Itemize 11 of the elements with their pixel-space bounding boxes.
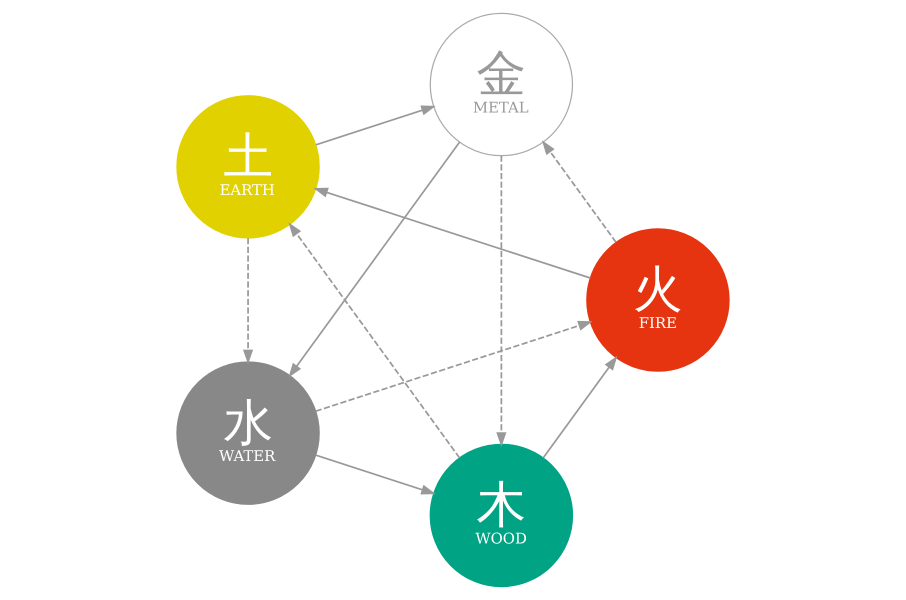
arrow bbox=[288, 222, 460, 458]
arrow bbox=[288, 142, 460, 378]
node-circle: 木 WOOD bbox=[430, 444, 574, 588]
arrow bbox=[542, 140, 617, 243]
arrow bbox=[315, 320, 593, 412]
arrow bbox=[316, 105, 436, 146]
arrow bbox=[496, 156, 506, 447]
arrow bbox=[242, 238, 254, 364]
arrow bbox=[542, 356, 618, 458]
arrow bbox=[313, 188, 591, 279]
arrow bbox=[316, 454, 436, 495]
